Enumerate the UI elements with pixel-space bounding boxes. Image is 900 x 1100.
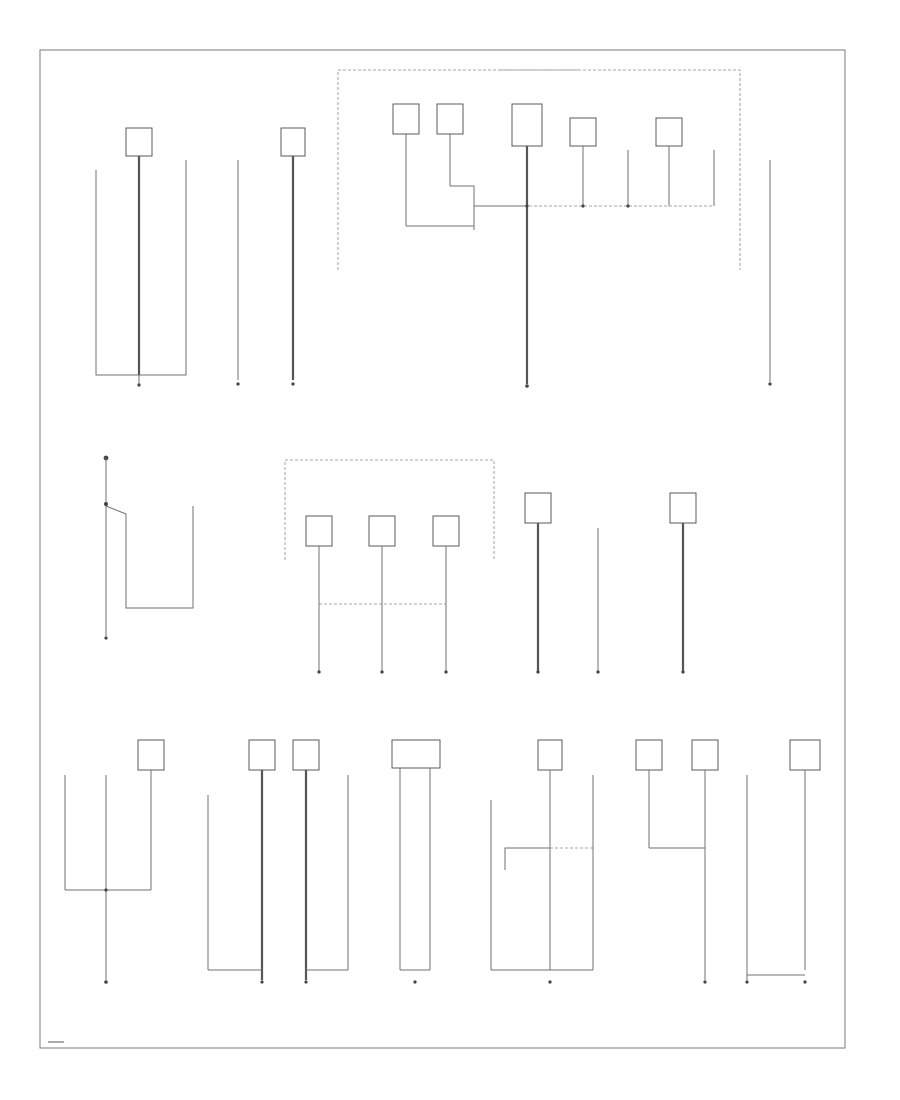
top-right-circuits bbox=[392, 103, 772, 388]
assembly-dashed-boundary bbox=[337, 69, 741, 270]
battery-ground-circuit bbox=[103, 455, 194, 640]
ground-point bbox=[236, 382, 240, 386]
diagram-frame bbox=[39, 49, 846, 1049]
bottom-right-circuits bbox=[490, 739, 821, 984]
ground-point bbox=[291, 382, 295, 386]
right-lamp-circuits bbox=[524, 492, 697, 674]
lamp-assembly-dashed-boundary bbox=[284, 459, 495, 560]
lamp-circuits bbox=[305, 515, 460, 674]
bottom-middle-circuits bbox=[207, 739, 441, 984]
top-left-circuits bbox=[95, 127, 306, 387]
bottom-left-circuits bbox=[64, 739, 165, 984]
